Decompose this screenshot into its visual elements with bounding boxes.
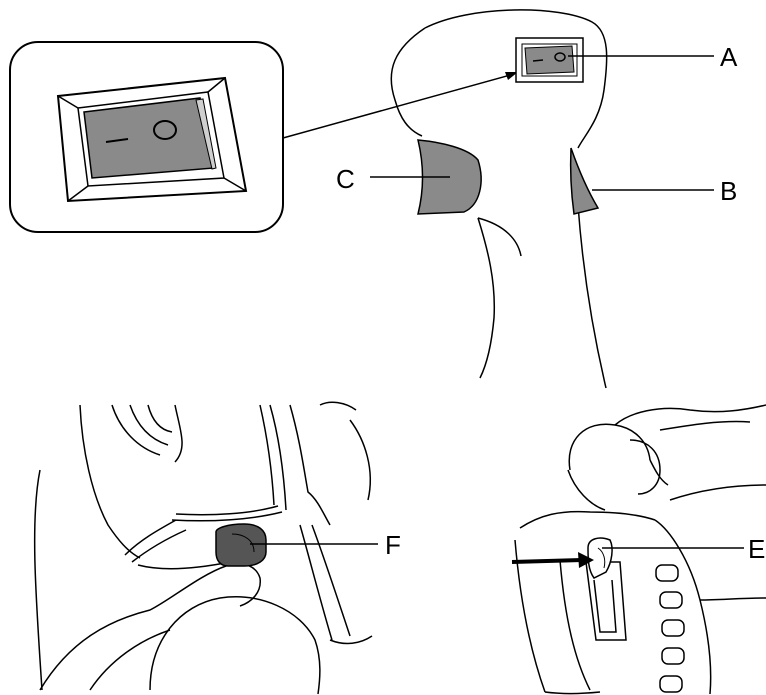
label-b: B [720, 176, 737, 206]
label-a: A [720, 42, 738, 72]
release-button-e [588, 538, 612, 578]
device-right [515, 405, 766, 694]
label-c: C [336, 164, 355, 194]
label-f: F [385, 530, 401, 560]
label-e: E [748, 534, 765, 564]
rocker-button [84, 98, 214, 178]
e-arrow-shaft [512, 560, 582, 562]
button-f [216, 524, 266, 566]
device-switch [516, 38, 583, 82]
switch-inset [10, 42, 283, 232]
inset-pointer-line [283, 74, 514, 138]
hand-device-left [35, 402, 372, 694]
trigger-b [571, 148, 598, 214]
